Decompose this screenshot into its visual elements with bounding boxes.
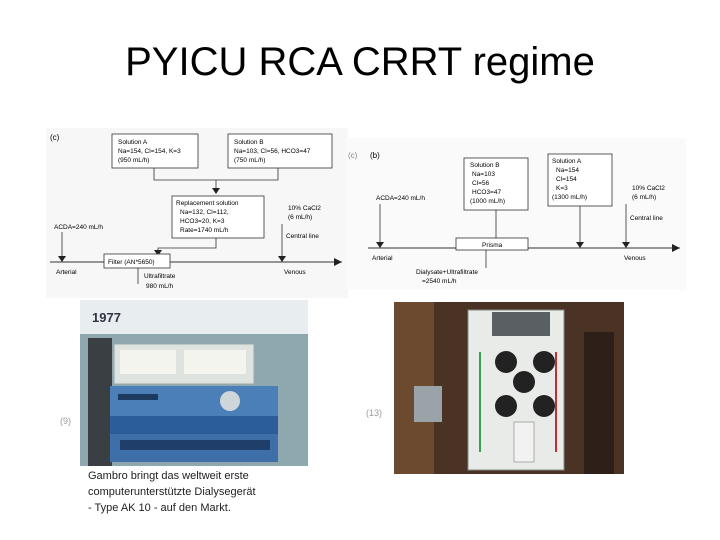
diagram-c-label: (c) — [50, 133, 60, 142]
b-central-line-label: Central line — [630, 215, 663, 222]
b-solution-b-title: Solution B — [470, 162, 500, 169]
ak10-photo: 1977 Gambro bringt das weltweit erste co… — [80, 300, 308, 518]
b-cacl-rate: (6 mL/h) — [632, 194, 656, 201]
b-arterial-label: Arterial — [372, 255, 393, 262]
ultrafiltrate-rate: 980 mL/h — [146, 283, 173, 290]
central-line-label: Central line — [286, 233, 319, 240]
diagram-b-label: (b) — [370, 151, 380, 160]
arterial-label: Arterial — [56, 269, 77, 276]
photo-left-mark: (9) — [60, 416, 71, 426]
cacl-rate: (6 mL/h) — [288, 214, 312, 221]
cacl-label: 10% CaCl2 — [288, 205, 321, 212]
dialysate-rate: =2540 mL/h — [422, 278, 457, 285]
ultrafiltrate-label: Ultrafiltrate — [144, 273, 176, 280]
caption-line3: - Type AK 10 - auf den Markt. — [88, 502, 231, 514]
b-solution-a-title: Solution A — [552, 158, 582, 165]
caption-line1: Gambro bringt das weltweit erste — [88, 470, 249, 482]
solution-a-line1: Na=154, Cl=154, K=3 — [118, 148, 181, 155]
b-solution-a-line3: K=3 — [556, 185, 568, 192]
diagram-b-panel: (c) (b) Solution B Na=103 Cl=56 HCO3=47 … — [346, 138, 686, 290]
b-solution-a-line4: (1300 mL/h) — [552, 194, 587, 201]
b-cacl-label: 10% CaCl2 — [632, 185, 665, 192]
b-solution-b-line3: HCO3=47 — [472, 189, 501, 196]
replacement-line1: Na=132, Cl=112, — [180, 209, 229, 216]
replacement-line2: HCO3=20, K=3 — [180, 218, 225, 225]
solution-b-title: Solution B — [234, 139, 264, 146]
b-solution-a-line1: Na=154 — [556, 167, 579, 174]
b-solution-a-line2: Cl=154 — [556, 176, 577, 183]
venous-label: Venous — [284, 269, 306, 276]
acda-label: ACDA=240 mL/h — [54, 224, 103, 231]
ak10-machine-image — [80, 334, 308, 518]
prisma-label: Prisma — [482, 242, 503, 249]
diagram-b-mark: (c) — [348, 151, 358, 160]
dialysate-label: Dialysate+Ultrafiltrate — [416, 269, 478, 276]
photo-right-mark: (13) — [366, 408, 383, 418]
solution-a-line2: (950 mL/h) — [118, 157, 149, 164]
b-solution-b-line4: (1000 mL/h) — [470, 198, 505, 205]
slide-title: PYICU RCA CRRT regime — [125, 40, 595, 84]
b-solution-b-line1: Na=103 — [472, 171, 495, 178]
b-acda-label: ACDA=240 mL/h — [376, 195, 425, 202]
caption-line2: computerunterstützte Dialysegerät — [88, 486, 256, 498]
solution-b-line2: (750 mL/h) — [234, 157, 265, 164]
replacement-title: Replacement solution — [176, 200, 239, 207]
prisma-photo — [394, 302, 624, 474]
diagram-c: (c) Solution A Na=154, Cl=154, K=3 (950 … — [50, 133, 342, 290]
diagram-b: (c) (b) Solution B Na=103 Cl=56 HCO3=47 … — [348, 151, 680, 285]
diagram-c-panel: (c) Solution A Na=154, Cl=154, K=3 (950 … — [46, 128, 348, 298]
prisma-machine-image — [394, 302, 624, 474]
solution-b-line1: Na=103, Cl=56, HCO3=47 — [234, 148, 311, 155]
solution-a-title: Solution A — [118, 139, 148, 146]
b-solution-b-line2: Cl=56 — [472, 180, 490, 187]
replacement-line3: Rate=1740 mL/h — [180, 227, 229, 234]
year-label: 1977 — [92, 310, 121, 325]
b-venous-label: Venous — [624, 255, 646, 262]
filter-label: Filter (AN*5650) — [108, 259, 155, 266]
